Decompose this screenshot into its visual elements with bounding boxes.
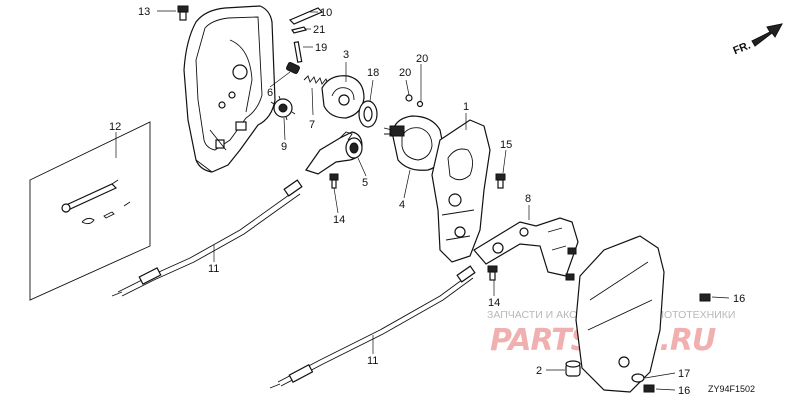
callout-4: 4	[399, 199, 405, 211]
front-direction-label: FR.	[731, 40, 752, 58]
part-5-shift-arm	[305, 131, 363, 175]
part-11-cable-upper	[111, 179, 303, 297]
callout-8: 8	[525, 193, 531, 205]
callout-21: 21	[313, 24, 325, 36]
part-15-bolt	[495, 173, 506, 189]
callout-3: 3	[343, 49, 349, 61]
callout-7: 7	[309, 119, 315, 131]
callout-10: 10	[320, 7, 332, 19]
callout-6: 6	[267, 87, 273, 99]
part-21-pin	[291, 26, 307, 34]
part-7-spring	[303, 75, 329, 86]
callout-11-upper: 11	[208, 263, 219, 275]
callout-20-top: 20	[416, 53, 428, 65]
remote-control-housing	[183, 5, 276, 173]
side-cover-plate	[575, 235, 665, 393]
part-10-key	[288, 7, 324, 25]
callout-11-lower: 11	[367, 355, 378, 367]
diagram-code: ZY94F1502	[708, 384, 755, 394]
part-12-kit-box	[29, 121, 151, 301]
part-19-pin	[293, 41, 303, 63]
callout-9: 9	[281, 141, 287, 153]
part-6-plunger	[286, 61, 300, 75]
callout-20: 20	[399, 67, 411, 79]
callout-18: 18	[367, 67, 379, 79]
part-2-grommet	[565, 360, 581, 377]
callout-5: 5	[362, 177, 368, 189]
part-14-bolt-lower	[487, 265, 498, 281]
front-direction-indicator: FR.	[731, 23, 783, 58]
leader-lines	[115, 10, 730, 391]
callout-13: 13	[138, 6, 150, 18]
part-16-bolt-lower	[643, 384, 655, 393]
front-arrow-icon	[751, 23, 783, 47]
part-18-washer	[358, 100, 378, 128]
part-20-pin-a	[405, 94, 413, 102]
callout-12: 12	[109, 121, 121, 133]
callout-14-upper: 14	[333, 214, 345, 226]
callout-17: 17	[678, 368, 690, 380]
part-14-bolt-upper	[329, 173, 339, 189]
part-11-cable-lower	[269, 265, 476, 389]
part-13-bolt	[177, 5, 189, 21]
callout-19: 19	[315, 42, 327, 54]
part-3-detent-cam	[321, 75, 365, 119]
callout-16-lower: 16	[678, 385, 690, 397]
part-16-bolt-upper	[699, 293, 711, 302]
part-17-washer	[631, 373, 645, 383]
bracket-bolts	[565, 247, 577, 281]
callout-1: 1	[463, 101, 469, 113]
callout-labels: 13 10 21 19 3 20 18 20 6 7 9 1 15 5 4 14…	[109, 6, 745, 397]
callout-15: 15	[500, 139, 512, 151]
part-20-pin-b	[416, 100, 424, 108]
callout-2: 2	[536, 365, 542, 377]
callout-16-upper: 16	[733, 293, 745, 305]
part-8-lever-bracket	[473, 217, 579, 277]
part-1-inner-plate	[431, 119, 491, 263]
callout-14-lower: 14	[488, 297, 500, 309]
part-9-gear-washer	[270, 95, 296, 121]
